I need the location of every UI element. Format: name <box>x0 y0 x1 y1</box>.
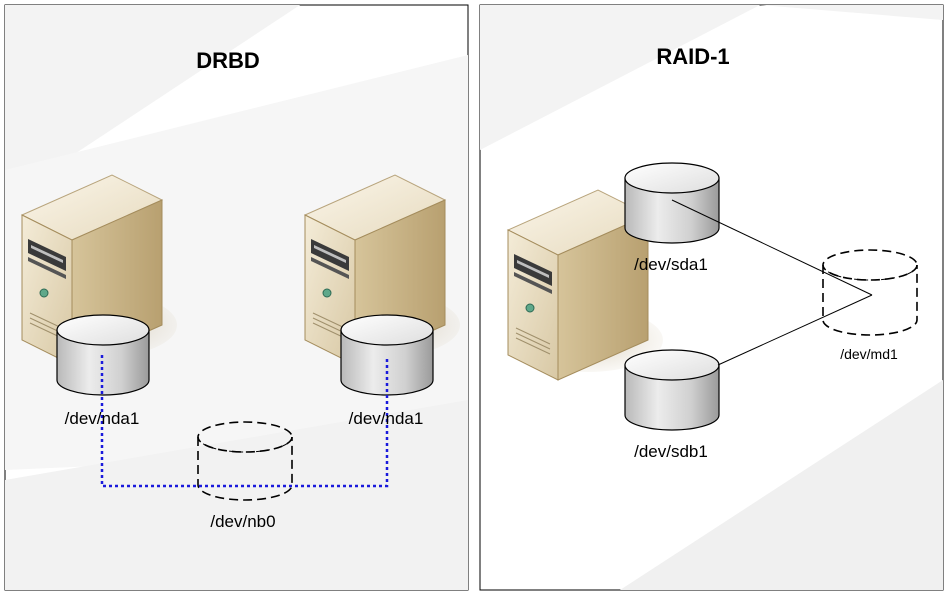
disk-icon <box>340 314 434 396</box>
drbd-replication-link <box>100 355 389 488</box>
disk-icon <box>624 162 720 244</box>
drbd-virtual-disk-label: /dev/nb0 <box>210 512 275 531</box>
raid-link-sda1 <box>671 199 873 296</box>
raid-virtual-disk-label: /dev/md1 <box>840 346 898 362</box>
raid-disk-a-label: /dev/sda1 <box>634 255 708 274</box>
virtual-disk-icon <box>822 249 918 336</box>
raid-disk-b-label: /dev/sdb1 <box>634 442 708 461</box>
drbd-left-disk-label: /dev/nda1 <box>65 409 140 428</box>
raid-link-sdb1 <box>717 294 873 366</box>
disk-icon <box>624 349 720 431</box>
raid-title: RAID-1 <box>656 44 729 69</box>
drbd-right-disk-label: /dev/nda1 <box>349 409 424 428</box>
drbd-title: DRBD <box>196 48 260 73</box>
virtual-disk-icon <box>197 421 293 501</box>
